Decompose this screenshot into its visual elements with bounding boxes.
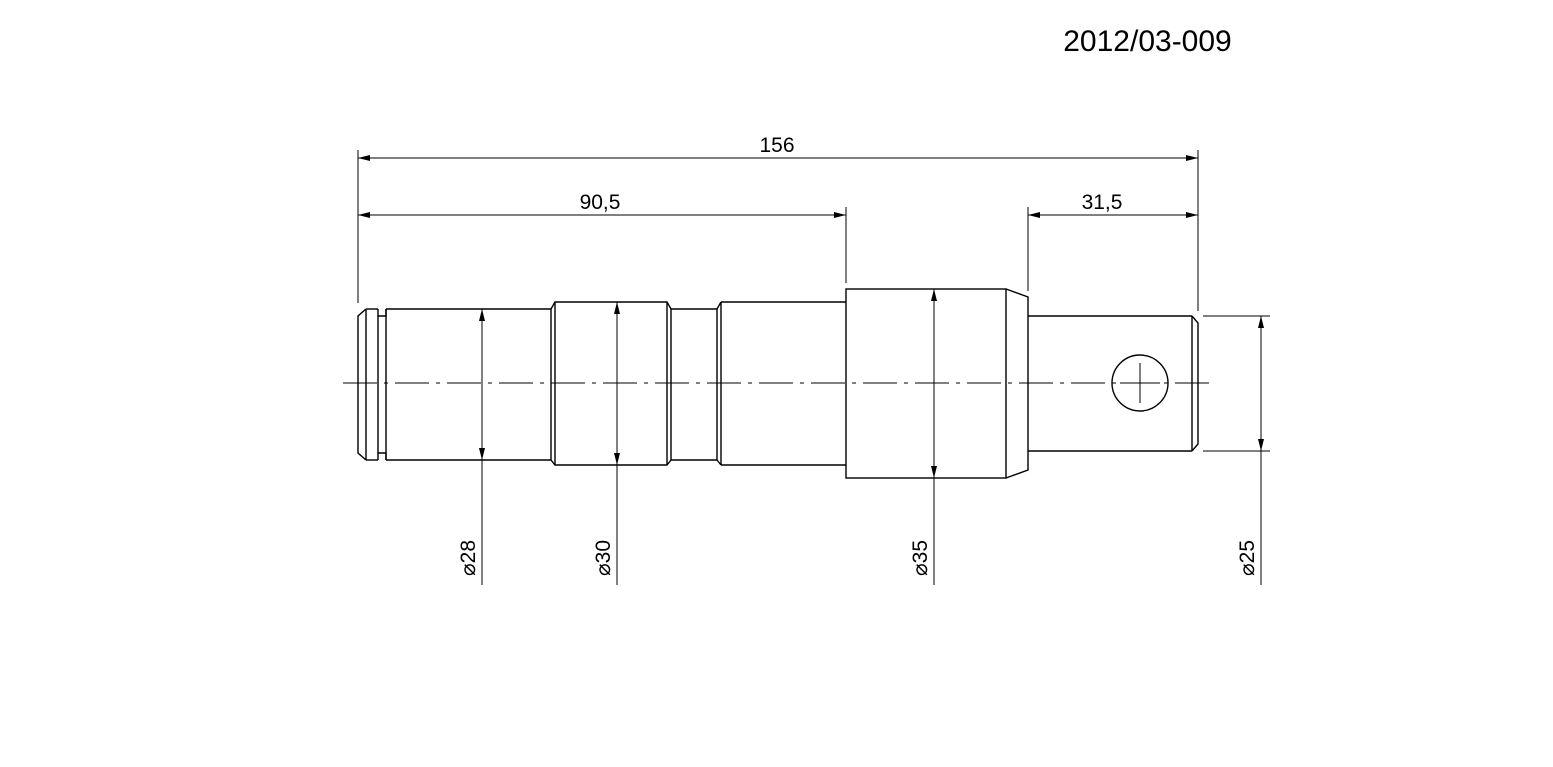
- part-number: 2012/03-009: [1063, 25, 1232, 58]
- length-dimension-to-collar: 90,5: [358, 191, 846, 218]
- length-dimension-end: 31,5: [1028, 191, 1198, 218]
- extension-lines: [357, 150, 1270, 452]
- diameter-35-label: ⌀35: [909, 540, 932, 576]
- diameter-25-label: ⌀25: [1236, 540, 1259, 576]
- overall-length-label: 156: [759, 134, 794, 157]
- length-dimension-overall: 156: [358, 134, 1198, 161]
- shaft-outline: [357, 288, 1199, 479]
- end-length-label: 31,5: [1082, 191, 1123, 214]
- diameter-dimension-4: ⌀25: [1236, 316, 1264, 585]
- diameter-30-label: ⌀30: [592, 540, 615, 576]
- diameter-28-label: ⌀28: [457, 540, 480, 576]
- collar-length-label: 90,5: [580, 191, 621, 214]
- diameter-dimension-1: ⌀28: [457, 309, 485, 585]
- diameter-dimension-3: ⌀35: [909, 289, 937, 585]
- cross-hole: [1111, 354, 1169, 412]
- diameter-dimension-2: ⌀30: [592, 302, 620, 585]
